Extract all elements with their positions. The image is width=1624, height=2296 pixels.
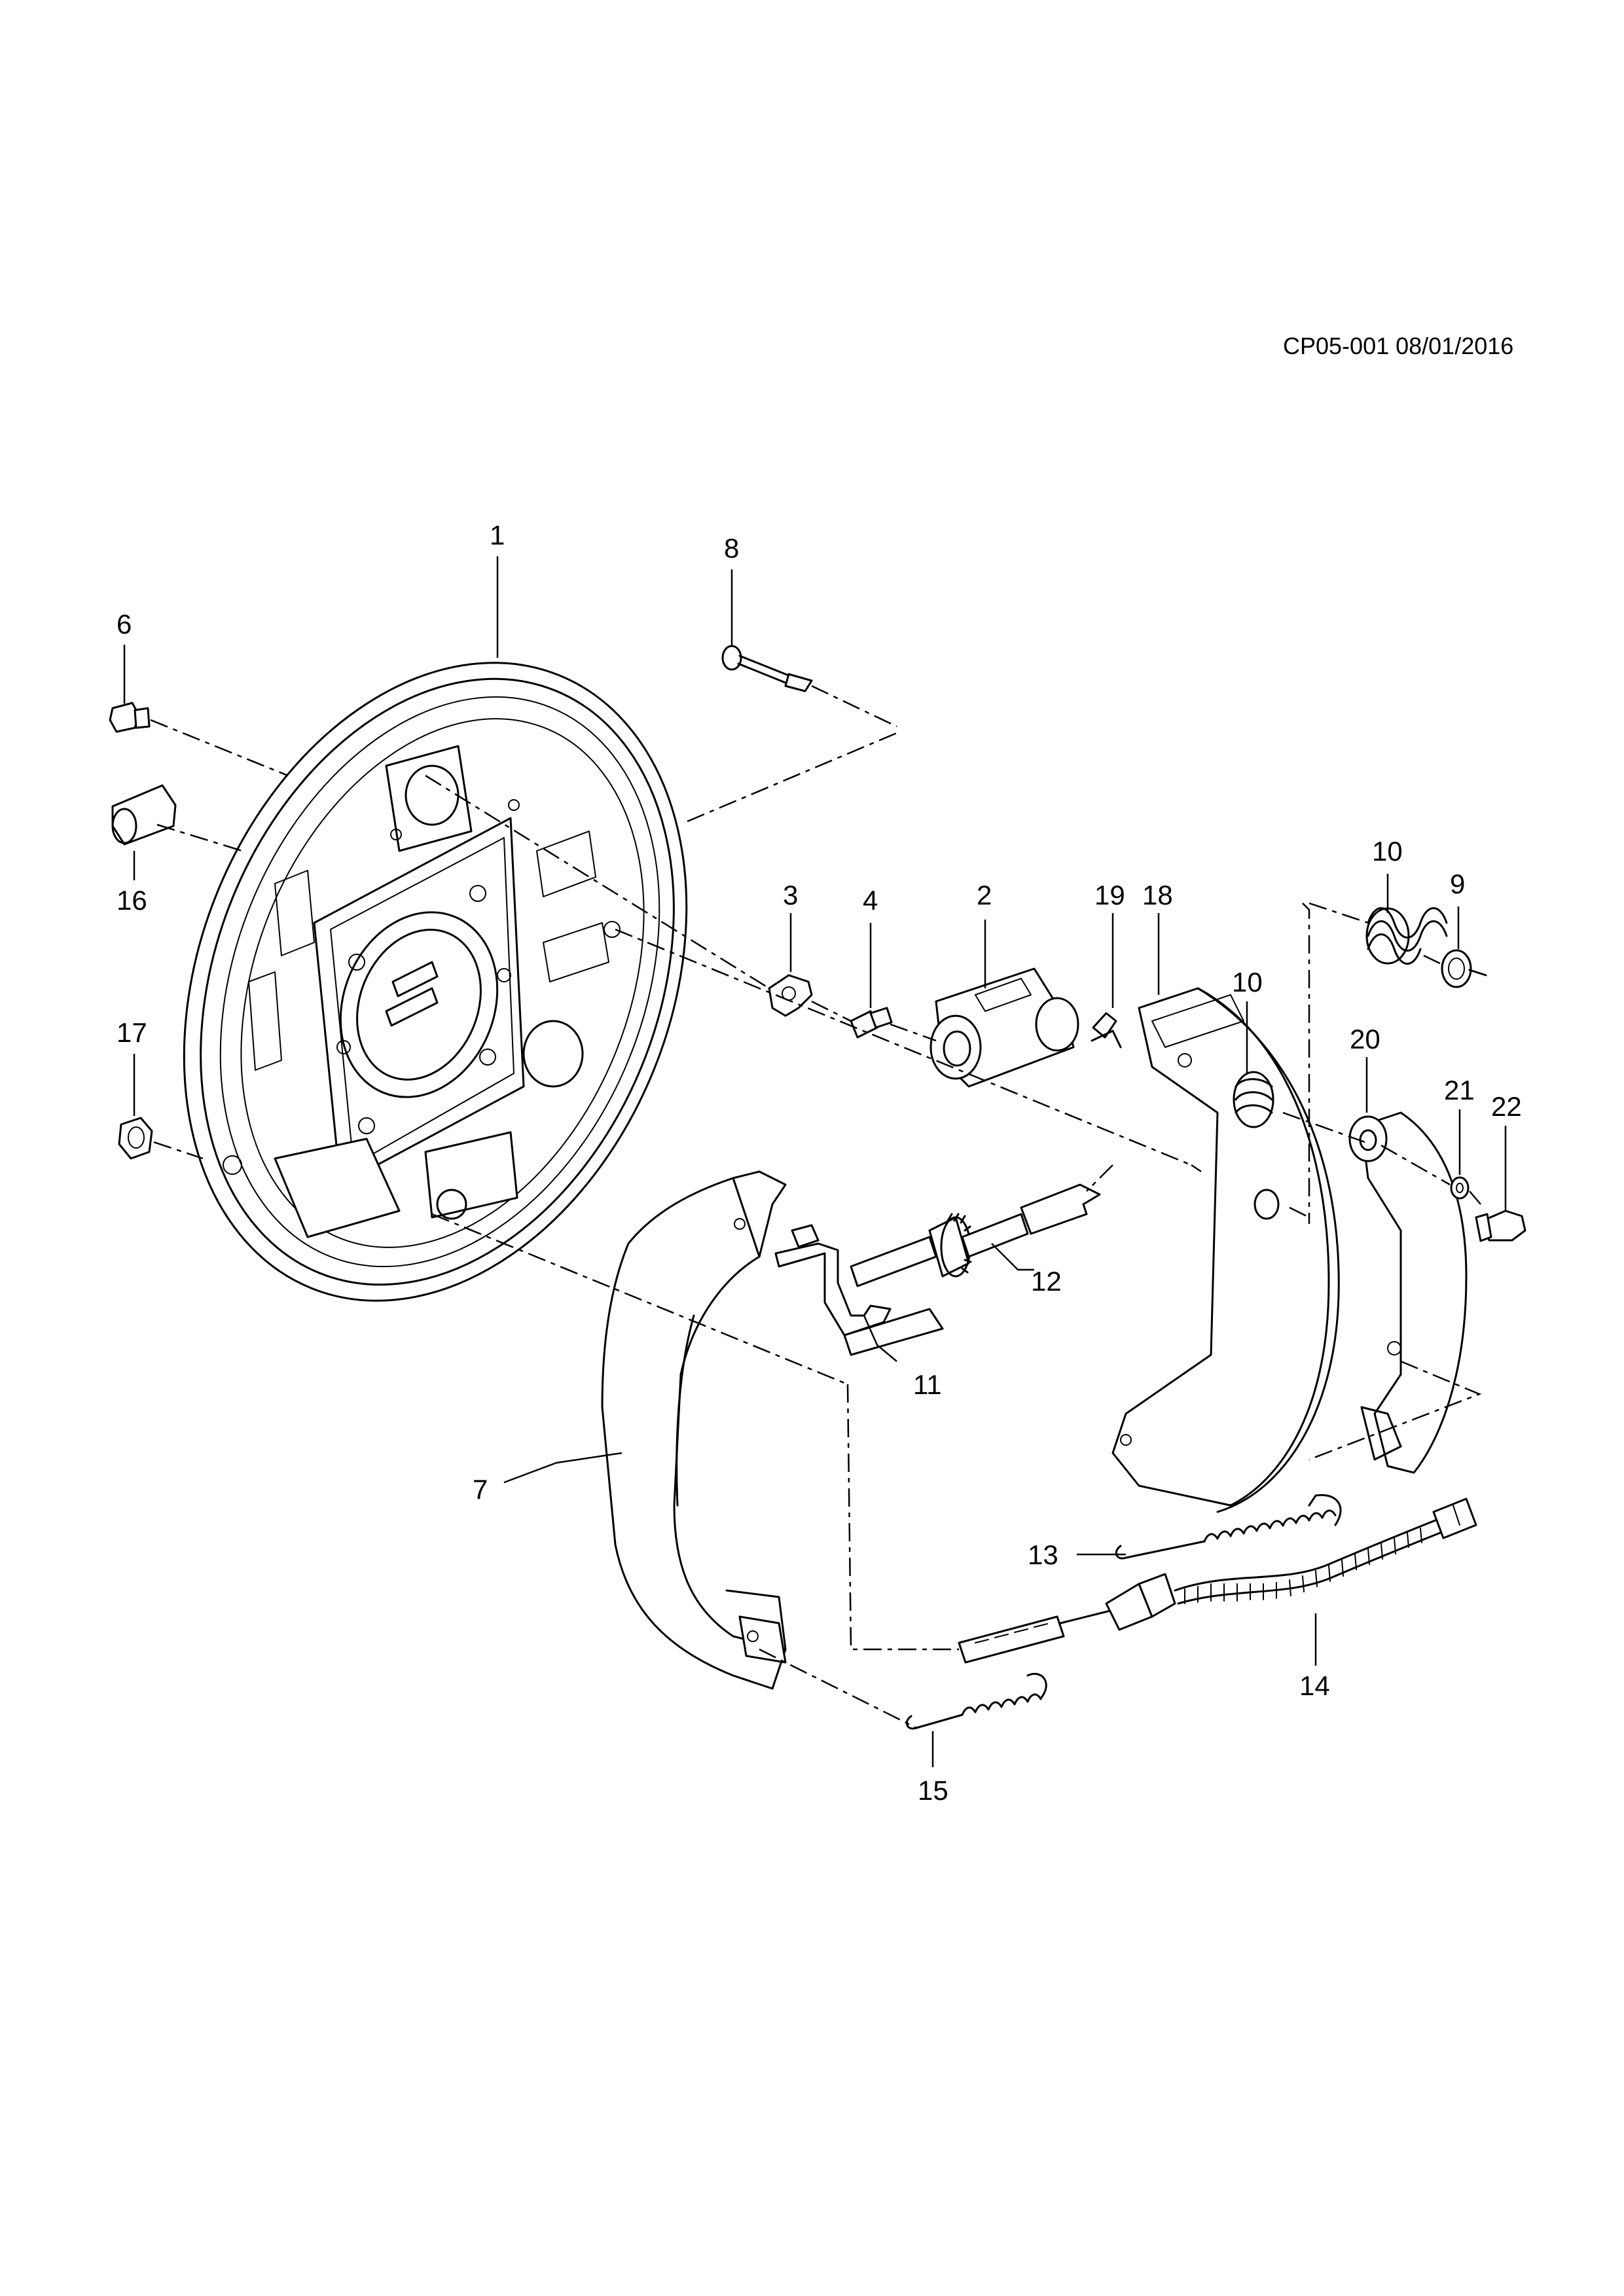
callout-22: 22 (1491, 1091, 1522, 1122)
spring-part-10-upper (1365, 907, 1448, 965)
assembly-reference-lines (150, 685, 1482, 1729)
callout-16: 16 (117, 885, 147, 916)
plug-part-16 (111, 784, 177, 846)
clip-part-19 (1091, 1012, 1122, 1049)
callout-10-lower: 10 (1232, 967, 1263, 997)
brake-shoe-leading-part-7 (601, 1170, 787, 1690)
pin-part-22 (1475, 1210, 1526, 1242)
callout-8: 8 (724, 533, 739, 564)
callout-15: 15 (918, 1775, 948, 1806)
callout-labels: 1 2 3 4 6 7 8 9 10 10 11 12 13 14 15 16 … (117, 520, 1522, 1806)
parking-lever-part-20 (1348, 1111, 1468, 1474)
pin-part-8 (721, 645, 813, 692)
washer-part-21 (1450, 1176, 1470, 1200)
callout-12: 12 (1031, 1266, 1062, 1297)
callout-6: 6 (117, 609, 132, 639)
callout-21: 21 (1444, 1075, 1475, 1105)
callout-14: 14 (1299, 1670, 1330, 1701)
callout-17: 17 (117, 1017, 147, 1048)
spring-part-10-lower (1233, 1071, 1274, 1128)
callout-4: 4 (863, 885, 878, 916)
callout-11: 11 (913, 1369, 942, 1400)
adjuster-assembly-part-12 (850, 1183, 1101, 1287)
callout-18: 18 (1142, 880, 1173, 910)
callout-20: 20 (1350, 1024, 1380, 1054)
callout-3: 3 (783, 880, 798, 910)
clip-part-3 (768, 974, 813, 1017)
nut-part-17 (118, 1117, 153, 1160)
bleeder-screw-part-4 (850, 1007, 893, 1039)
callout-7: 7 (473, 1474, 488, 1505)
backing-plate (183, 662, 688, 1302)
callout-13: 13 (1028, 1539, 1058, 1570)
adjuster-lever-part-11 (774, 1224, 944, 1356)
parking-brake-cable-part-14 (958, 1498, 1477, 1664)
callout-2: 2 (977, 880, 992, 910)
callout-10-upper: 10 (1372, 836, 1403, 867)
callout-9: 9 (1450, 869, 1465, 899)
callout-19: 19 (1094, 880, 1125, 910)
return-spring-part-15 (905, 1672, 1047, 1730)
retainer-cup-part-9 (1441, 949, 1487, 988)
callout-1: 1 (490, 520, 505, 550)
wheel-cylinder-part-2 (929, 967, 1079, 1088)
brake-shoe-trailing-part-18 (1111, 987, 1340, 1513)
document-code: CP05-001 08/01/2016 (1283, 332, 1514, 359)
bolt-part-6 (109, 702, 151, 733)
